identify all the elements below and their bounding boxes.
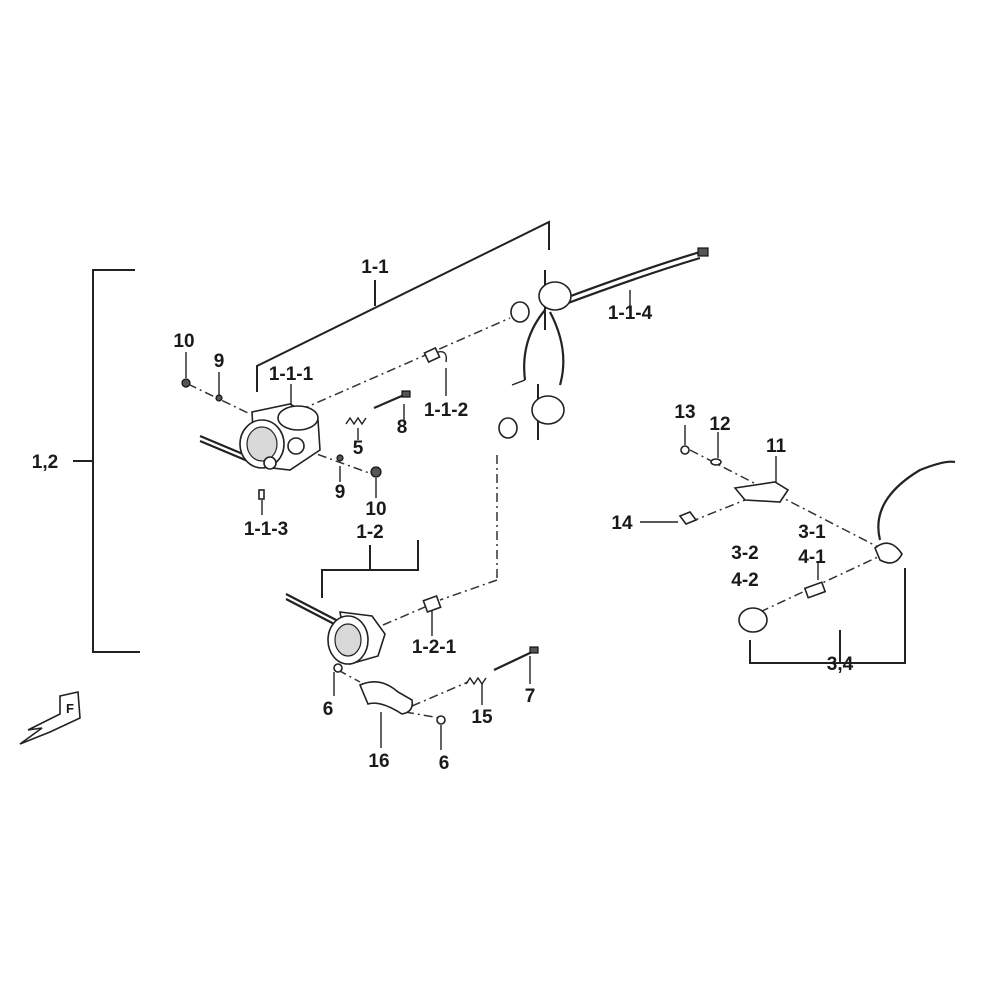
label-1-2-1: 1-2-1 [412, 637, 457, 658]
leader-lines [185, 290, 819, 750]
label-8: 8 [397, 417, 408, 438]
label-6-right: 6 [439, 753, 450, 774]
bulb-1-2-1 [422, 594, 442, 614]
assembly-dash-lines [187, 317, 881, 719]
label-4-1: 4-1 [798, 547, 826, 568]
headlight-lower-1-2 [285, 593, 386, 666]
label-1-1-2: 1-1-2 [424, 400, 468, 421]
label-front-marker: F [66, 701, 74, 716]
label-16: 16 [368, 751, 389, 772]
bracket-1-1 [256, 220, 550, 392]
label-15: 15 [471, 707, 493, 728]
callout-labels: 1,2 1-1 1-1-1 1-1-2 1-1-3 1-1-4 1-2 1-2-… [32, 257, 854, 774]
label-12: 12 [709, 414, 730, 435]
label-1-2: 1,2 [32, 452, 58, 473]
front-direction-marker [19, 691, 81, 745]
label-3-4: 3,4 [827, 654, 854, 675]
label-4-2: 4-2 [731, 570, 758, 591]
label-7: 7 [525, 686, 536, 707]
label-14: 14 [611, 513, 633, 534]
label-9-bottom: 9 [335, 482, 346, 503]
label-10-top: 10 [173, 331, 194, 352]
wiring-harness-1-1-4 [498, 247, 709, 440]
bracket-part-16 [333, 663, 446, 725]
label-13: 13 [674, 402, 695, 423]
label-3-2: 3-2 [731, 543, 758, 564]
headlight-housing-1-1-1 [199, 403, 321, 471]
bracket-3-4 [749, 568, 906, 664]
bracket-1-2 [321, 540, 419, 598]
label-6-left: 6 [323, 699, 334, 720]
fasteners-upper [181, 378, 411, 500]
label-5: 5 [353, 438, 364, 459]
spring-15-screw-7 [465, 646, 539, 686]
turn-signal-group [678, 445, 956, 633]
label-1-1-3: 1-1-3 [244, 519, 288, 540]
label-1-1-4: 1-1-4 [608, 303, 653, 324]
label-11: 11 [766, 436, 787, 457]
label-1-1: 1-1 [361, 257, 389, 278]
label-3-1: 3-1 [798, 522, 826, 543]
label-1-1-1: 1-1-1 [269, 364, 314, 385]
bulb-socket-1-1-2 [423, 346, 448, 364]
label-10-bottom: 10 [365, 499, 386, 520]
label-9-top: 9 [214, 351, 225, 372]
label-1-2-part: 1-2 [356, 522, 383, 543]
bracket-assembly-1-2 [73, 269, 140, 653]
